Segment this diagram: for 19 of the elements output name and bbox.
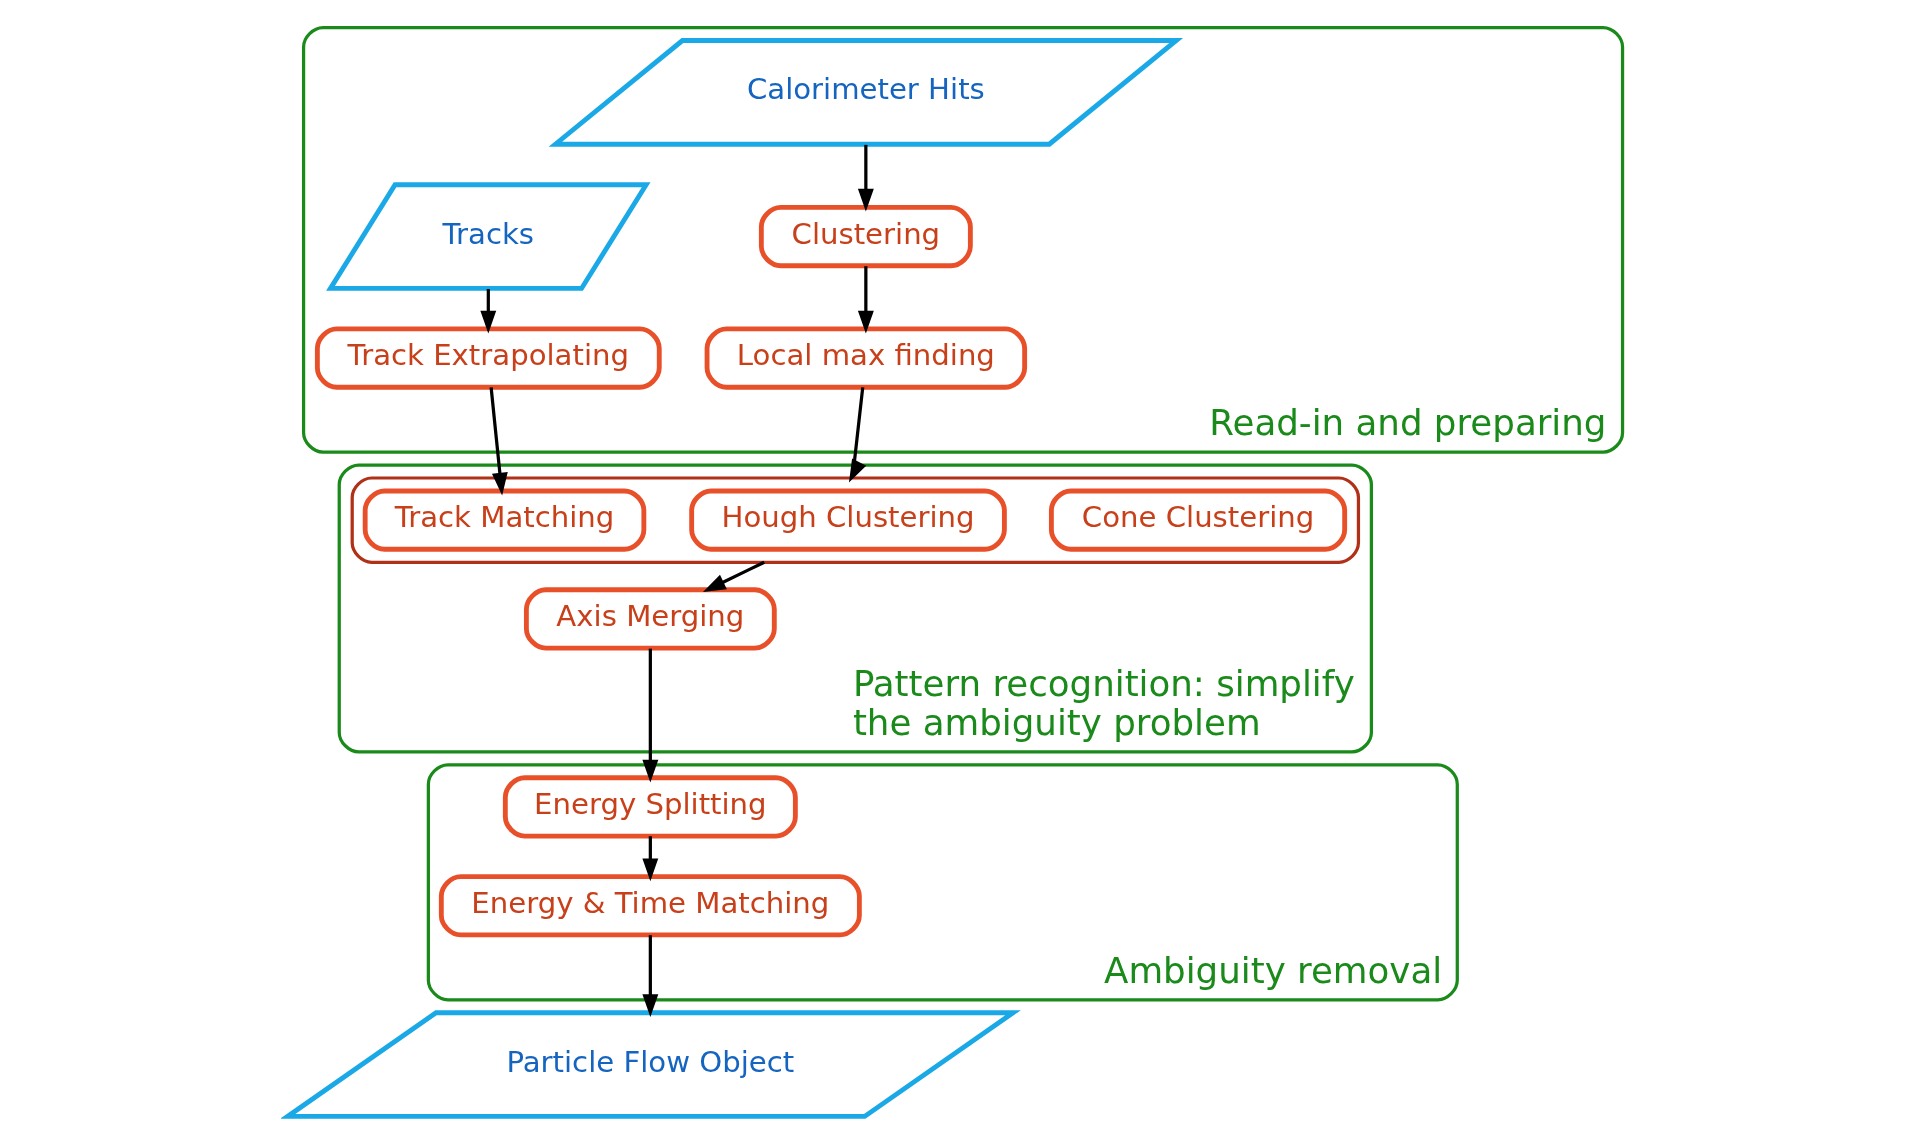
node-box: Track Matching [362,488,647,552]
arrow [857,144,874,212]
node-box: Energy & Time Matching [438,874,862,938]
node-box: Energy Splitting [502,775,798,839]
arrow [480,289,497,334]
arrow [703,560,765,592]
cluster [350,476,1361,564]
node-box: Track Extrapolating [314,326,662,390]
node-box: Axis Merging [523,587,777,651]
node-box: Hough Clustering [689,488,1007,552]
arrow [848,387,867,483]
arrow [489,387,508,496]
arrow [642,648,659,783]
arrow [642,935,659,1018]
arrow [642,836,659,882]
node-box: Clustering [758,204,973,269]
node-box: Cone Clustering [1048,488,1348,552]
node-box: Local max finding [704,326,1028,390]
arrow [857,266,874,334]
